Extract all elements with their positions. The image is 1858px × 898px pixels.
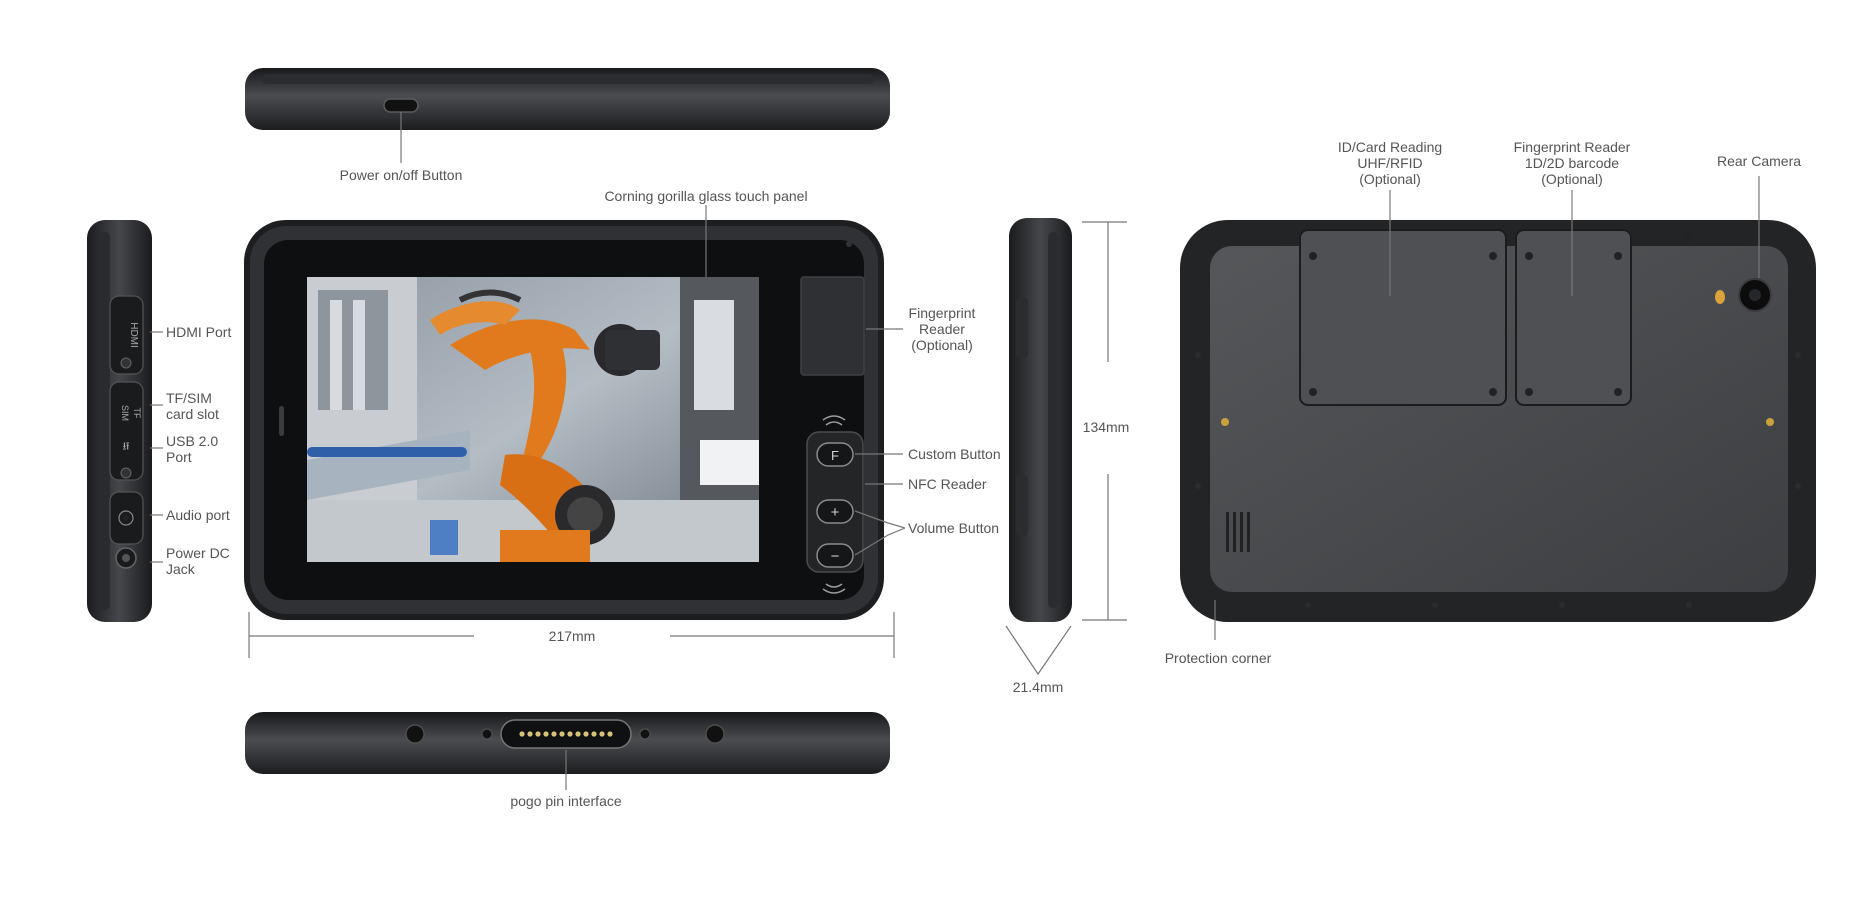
pogo-pin-label: pogo pin interface [510,793,622,809]
width-value: 217mm [549,628,596,644]
back-fingerprint-label-2: 1D/2D barcode [1525,155,1619,171]
power-dc-jack[interactable] [115,547,137,569]
back-id-card-reader-module[interactable] [1299,229,1507,406]
pogo-pin [599,731,605,737]
pogo-pin [535,731,541,737]
robot-arm-image [430,289,660,562]
custom-f-button[interactable]: F [816,442,854,467]
pogo-pin-contacts [519,731,613,737]
pogo-pin [543,731,549,737]
tablet-left-side-view: HDMI SIM TF ⭿ [87,220,152,622]
front-fingerprint-label-3: (Optional) [911,337,972,353]
volume-button-label: Volume Button [908,520,999,536]
back-fingerprint-label-3: (Optional) [1541,171,1602,187]
id-card-label-1: ID/Card Reading [1338,139,1442,155]
id-card-label-3: (Optional) [1359,171,1420,187]
tablet-bottom-edge-view [245,712,890,774]
pogo-pin [591,731,597,737]
height-value: 134mm [1083,419,1130,435]
back-fingerprint-barcode-module[interactable] [1515,229,1632,406]
front-fingerprint-label-1: Fingerprint [909,305,976,321]
height-dimension: 134mm [1082,221,1130,621]
svg-text:HDMI: HDMI [128,322,139,348]
pogo-pin [519,731,525,737]
id-card-label-2: UHF/RFID [1357,155,1422,171]
pogo-pin [583,731,589,737]
tablet-top-edge-view [245,68,890,130]
power-button[interactable] [383,98,419,113]
svg-text:+: + [831,504,840,521]
camera-flash [1715,290,1725,304]
rear-camera-label: Rear Camera [1717,153,1801,169]
tf-sim-label-1: TF/SIM [166,390,212,406]
usb-port-label-2: Port [166,449,192,465]
pogo-pin [567,731,573,737]
svg-text:−: − [831,548,840,565]
tablet-front-view: F + − [244,220,884,620]
tablet-back-view [1180,220,1816,622]
volume-down-button[interactable]: − [816,543,854,568]
audio-port[interactable] [109,491,144,545]
nfc-reader-label: NFC Reader [908,476,987,492]
protection-corner-label: Protection corner [1165,650,1272,666]
volume-up-button[interactable]: + [816,499,854,524]
back-fingerprint-label-1: Fingerprint Reader [1514,139,1631,155]
pogo-pin [607,731,613,737]
tablet-right-side-view [1009,218,1072,622]
pogo-pin [527,731,533,737]
thickness-value: 21.4mm [1013,679,1064,695]
usb-icon: ⭿ [122,440,129,453]
hdmi-port[interactable]: HDMI [109,295,144,375]
front-fingerprint-label-2: Reader [919,321,965,337]
tf-sim-card-slot[interactable]: SIM TF ⭿ [109,381,144,481]
custom-button-label: Custom Button [908,446,1001,462]
svg-text:TF: TF [132,408,142,419]
pogo-pin [559,731,565,737]
thickness-dimension: 21.4mm [1005,625,1072,695]
svg-text:F: F [831,448,839,463]
power-button-label: Power on/off Button [340,167,463,183]
svg-text:SIM: SIM [120,405,130,421]
rear-camera[interactable] [1738,278,1772,312]
front-fingerprint-reader[interactable] [800,276,865,376]
width-dimension: 217mm [248,612,895,658]
power-dc-label-1: Power DC [166,545,230,561]
pogo-pin [575,731,581,737]
tf-sim-label-2: card slot [166,406,219,422]
nfc-icon [822,415,846,594]
speaker-grille [1226,512,1250,552]
pogo-pin-interface[interactable] [500,719,632,749]
audio-port-label: Audio port [166,507,230,523]
touch-screen[interactable] [307,277,759,562]
power-dc-label-2: Jack [166,561,196,577]
pogo-pin [551,731,557,737]
glass-panel-label: Corning gorilla glass touch panel [604,188,807,204]
hdmi-port-label: HDMI Port [166,324,231,340]
usb-port-label-1: USB 2.0 [166,433,218,449]
